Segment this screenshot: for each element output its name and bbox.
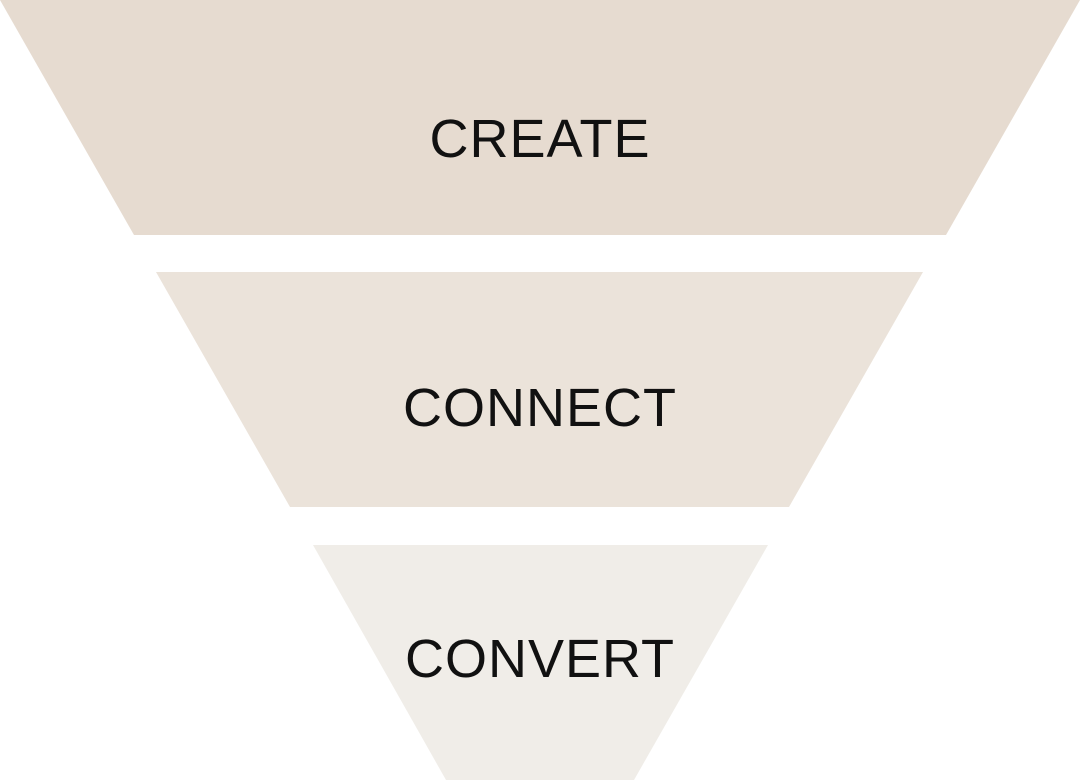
stage-shape-create — [0, 0, 1080, 235]
stage-label-connect: CONNECT — [403, 378, 677, 438]
funnel-stage-connect: CONNECT — [156, 272, 923, 507]
stage-shape-convert — [313, 545, 768, 780]
funnel-stage-convert: CONVERT — [313, 545, 768, 780]
stage-shape-connect — [156, 272, 923, 507]
funnel-stage-create: CREATE — [0, 0, 1080, 235]
stage-label-convert: CONVERT — [405, 629, 675, 689]
stage-label-create: CREATE — [429, 109, 650, 169]
